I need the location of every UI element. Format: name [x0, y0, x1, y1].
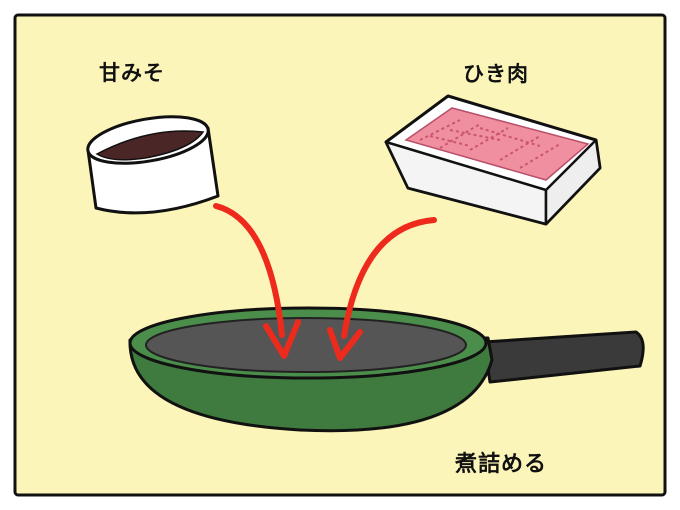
ground-meat-tray-icon [384, 94, 602, 226]
ground-meat-label: ひき肉 [463, 62, 529, 86]
miso-bowl-icon [86, 115, 220, 215]
arrow-meat-to-pan-icon [327, 217, 437, 361]
ground-meat [404, 107, 590, 181]
pan-cooking-surface [145, 317, 467, 373]
miso-label: 甘みそ [99, 61, 165, 85]
simmer-label: 煮詰める [455, 452, 548, 477]
pan-handle-icon [482, 330, 645, 384]
arrow-miso-to-pan-icon [213, 203, 301, 359]
miso-paste [95, 130, 205, 161]
frying-pan-icon [128, 306, 494, 433]
